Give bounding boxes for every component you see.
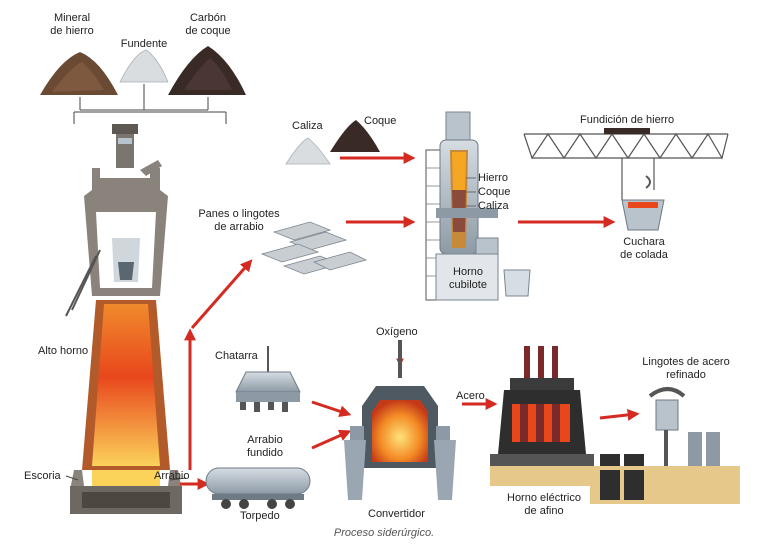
label-lingotes-line1: Lingotes de acero [642,356,730,368]
label-electrico-line1: Horno eléctrico [507,492,581,504]
label-cuchara-line1: Cuchara [623,236,665,248]
label-caliza-layer: Caliza [478,200,509,212]
label-electrico-line2: de afino [524,505,564,517]
bof-converter [344,340,456,500]
label-chatarra: Chatarra [215,350,258,362]
blast-furnace [65,124,182,514]
label-lingotes-line2: refinado [666,369,706,381]
label-alto-horno: Alto horno [38,345,89,357]
torpedo-car-icon [205,467,311,509]
label-coque-top: Coque [364,115,397,127]
label-caliza-top: Caliza [292,120,323,132]
flow-arrows [180,152,640,490]
limestone-pile-icon [285,137,331,165]
label-cuchara: Cuchara de colada [614,236,674,262]
figure-caption: Proceso siderúrgico. [333,527,435,539]
steel-ingot-molds [590,387,740,504]
label-mineral-line2: de hierro [50,25,94,37]
label-panes: Panes o lingotes de arrabio [196,208,282,234]
label-mineral: Mineral de hierro [40,12,104,38]
label-arrabio-fundido: Arrabio fundido [240,434,290,460]
label-cubilote-line1: Horno [453,266,483,278]
label-arrabio-fundido-line2: fundido [246,447,284,459]
flux-pile-icon [119,49,169,83]
cupola-furnace [425,111,531,301]
label-escoria: Escoria [24,470,61,482]
label-acero: Acero [456,390,485,402]
scrap-magnet-icon [235,346,301,412]
label-coque-layer: Coque [478,186,511,198]
label-convertidor: Convertidor [368,508,425,520]
label-fundente: Fundente [120,38,168,50]
label-torpedo: Torpedo [240,510,280,522]
label-oxigeno: Oxígeno [376,326,418,338]
label-cuchara-line2: de colada [620,249,668,261]
coke-small-pile-icon [330,120,380,152]
electric-furnace [490,346,594,486]
label-arrabio: Arrabio [154,470,190,482]
label-mineral-line1: Mineral [53,12,91,24]
label-carbon-line2: de coque [185,25,231,37]
feed-lines [73,84,227,124]
ore-pile-icon [40,52,118,95]
label-fundicion: Fundición de hierro [580,114,675,126]
crane-trolley [604,128,650,134]
ladle-icon [621,175,665,231]
label-carbon: Carbón de coque [176,12,240,38]
label-lingotes: Lingotes de acero refinado [636,356,736,382]
coke-pile-icon [168,46,246,95]
label-carbon-line1: Carbón [189,12,227,24]
layer-leader-lines [466,177,476,207]
label-panes-line2: de arrabio [214,221,264,233]
label-electrico: Horno eléctrico de afino [496,492,592,518]
label-cubilote: Horno cubilote [440,266,496,292]
crane [523,132,729,200]
tapping-lines [65,475,187,481]
pig-iron-ingots-icon [260,221,368,275]
label-cubilote-line2: cubilote [449,279,487,291]
label-hierro: Hierro [478,172,508,184]
label-arrabio-fundido-line1: Arrabio [247,434,283,446]
label-panes-line1: Panes o lingotes [198,208,280,220]
